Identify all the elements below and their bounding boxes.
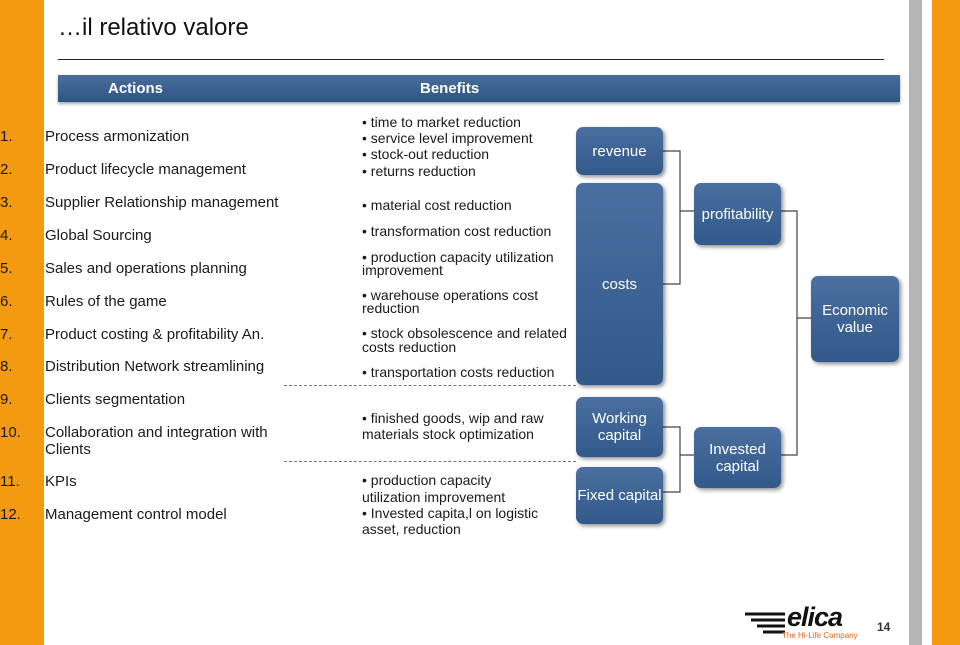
action-label: Global Sourcing xyxy=(45,227,152,244)
benefit-line: • production capacity xyxy=(362,472,492,488)
benefit-line: utilization improvement xyxy=(362,489,506,505)
action-item: 5. Sales and operations planning xyxy=(0,260,300,277)
benefit-line: costs reduction xyxy=(362,339,457,355)
logo-tagline: The Hi-Life Company xyxy=(782,631,858,640)
action-item: 9. Clients segmentation xyxy=(0,391,300,408)
action-label: Management control model xyxy=(45,506,227,523)
benefits-header: Benefits xyxy=(420,80,480,97)
dashed-separator xyxy=(284,461,576,462)
benefit-line: • transportation costs reduction xyxy=(362,364,555,380)
action-item: 1. Process armonization xyxy=(0,128,300,145)
action-label: Supplier Relationship management xyxy=(45,194,279,211)
benefit-line: • finished goods, wip and raw xyxy=(362,410,544,426)
benefit-line: reduction xyxy=(362,300,420,316)
action-number: 7. xyxy=(0,326,13,343)
benefit-line: asset, reduction xyxy=(362,521,461,537)
action-number: 10. xyxy=(0,424,21,441)
right-orange-bar xyxy=(932,0,960,645)
benefit-line: • Invested capita,l on logistic xyxy=(362,505,539,521)
benefit-line: • material cost reduction xyxy=(362,197,512,213)
action-label: Clients segmentation xyxy=(45,391,186,408)
action-label: KPIs xyxy=(45,473,77,490)
action-label: Sales and operations planning xyxy=(45,260,247,277)
action-label: Product costing & profitability An. xyxy=(45,326,265,343)
invested-capital-box: Invested capital xyxy=(694,427,781,488)
page-number: 14 xyxy=(877,620,891,634)
costs-box: costs xyxy=(576,183,663,385)
action-number: 6. xyxy=(0,293,13,310)
action-number: 5. xyxy=(0,260,13,277)
right-gray-bar xyxy=(909,0,922,645)
action-number: 11. xyxy=(0,473,20,490)
action-number: 4. xyxy=(0,227,13,244)
profitability-box: profitability xyxy=(694,183,781,245)
page-title: …il relativo valore xyxy=(58,14,249,41)
action-number: 2. xyxy=(0,161,13,178)
benefit-line: • returns reduction xyxy=(362,163,476,179)
economic-value-box: Economic value xyxy=(811,276,899,362)
revenue-box: revenue xyxy=(576,127,663,175)
action-item: 10. Collaboration and integration with Cl… xyxy=(0,424,290,458)
action-label: Process armonization xyxy=(45,128,190,145)
action-label: Collaboration and integration with Clien… xyxy=(45,424,268,458)
action-label: Distribution Network streamlining xyxy=(45,358,265,375)
left-orange-bar xyxy=(0,0,44,645)
action-number: 9. xyxy=(0,391,13,408)
action-label: Product lifecycle management xyxy=(45,161,246,178)
benefit-line: • transformation cost reduction xyxy=(362,223,552,239)
title-rule xyxy=(58,59,884,60)
logo-brand: elica xyxy=(787,602,843,632)
benefit-line: • production capacity utilization xyxy=(362,249,554,265)
benefit-line: materials stock optimization xyxy=(362,426,534,442)
dashed-separator xyxy=(284,385,576,386)
actions-header: Actions xyxy=(108,80,164,97)
benefit-line: improvement xyxy=(362,262,443,278)
action-number: 3. xyxy=(0,194,13,211)
action-number: 1. xyxy=(0,128,13,145)
action-item: 4. Global Sourcing xyxy=(0,227,300,244)
working-capital-box: Working capital xyxy=(576,397,663,457)
benefit-line: • warehouse operations cost xyxy=(362,287,539,303)
fixed-capital-box: Fixed capital xyxy=(576,467,663,524)
action-item: 8. Distribution Network streamlining xyxy=(0,358,300,375)
action-item: 11. KPIs xyxy=(0,473,300,490)
action-label: Rules of the game xyxy=(45,293,167,310)
action-item: 12. Management control model xyxy=(0,506,300,523)
action-item: 7. Product costing & profitability An. xyxy=(0,326,300,343)
action-item: 6. Rules of the game xyxy=(0,293,300,310)
elica-logo-icon xyxy=(745,612,785,634)
action-item: 2. Product lifecycle management xyxy=(0,161,300,178)
action-number: 12. xyxy=(0,506,21,523)
benefit-line: • time to market reduction xyxy=(362,114,521,130)
benefit-line: • service level improvement xyxy=(362,130,533,146)
benefit-line: • stock-out reduction xyxy=(362,146,490,162)
benefit-line: • stock obsolescence and related xyxy=(362,325,567,341)
action-number: 8. xyxy=(0,358,13,375)
header-band: Actions Benefits xyxy=(58,75,900,102)
action-item: 3. Supplier Relationship management xyxy=(0,194,300,211)
